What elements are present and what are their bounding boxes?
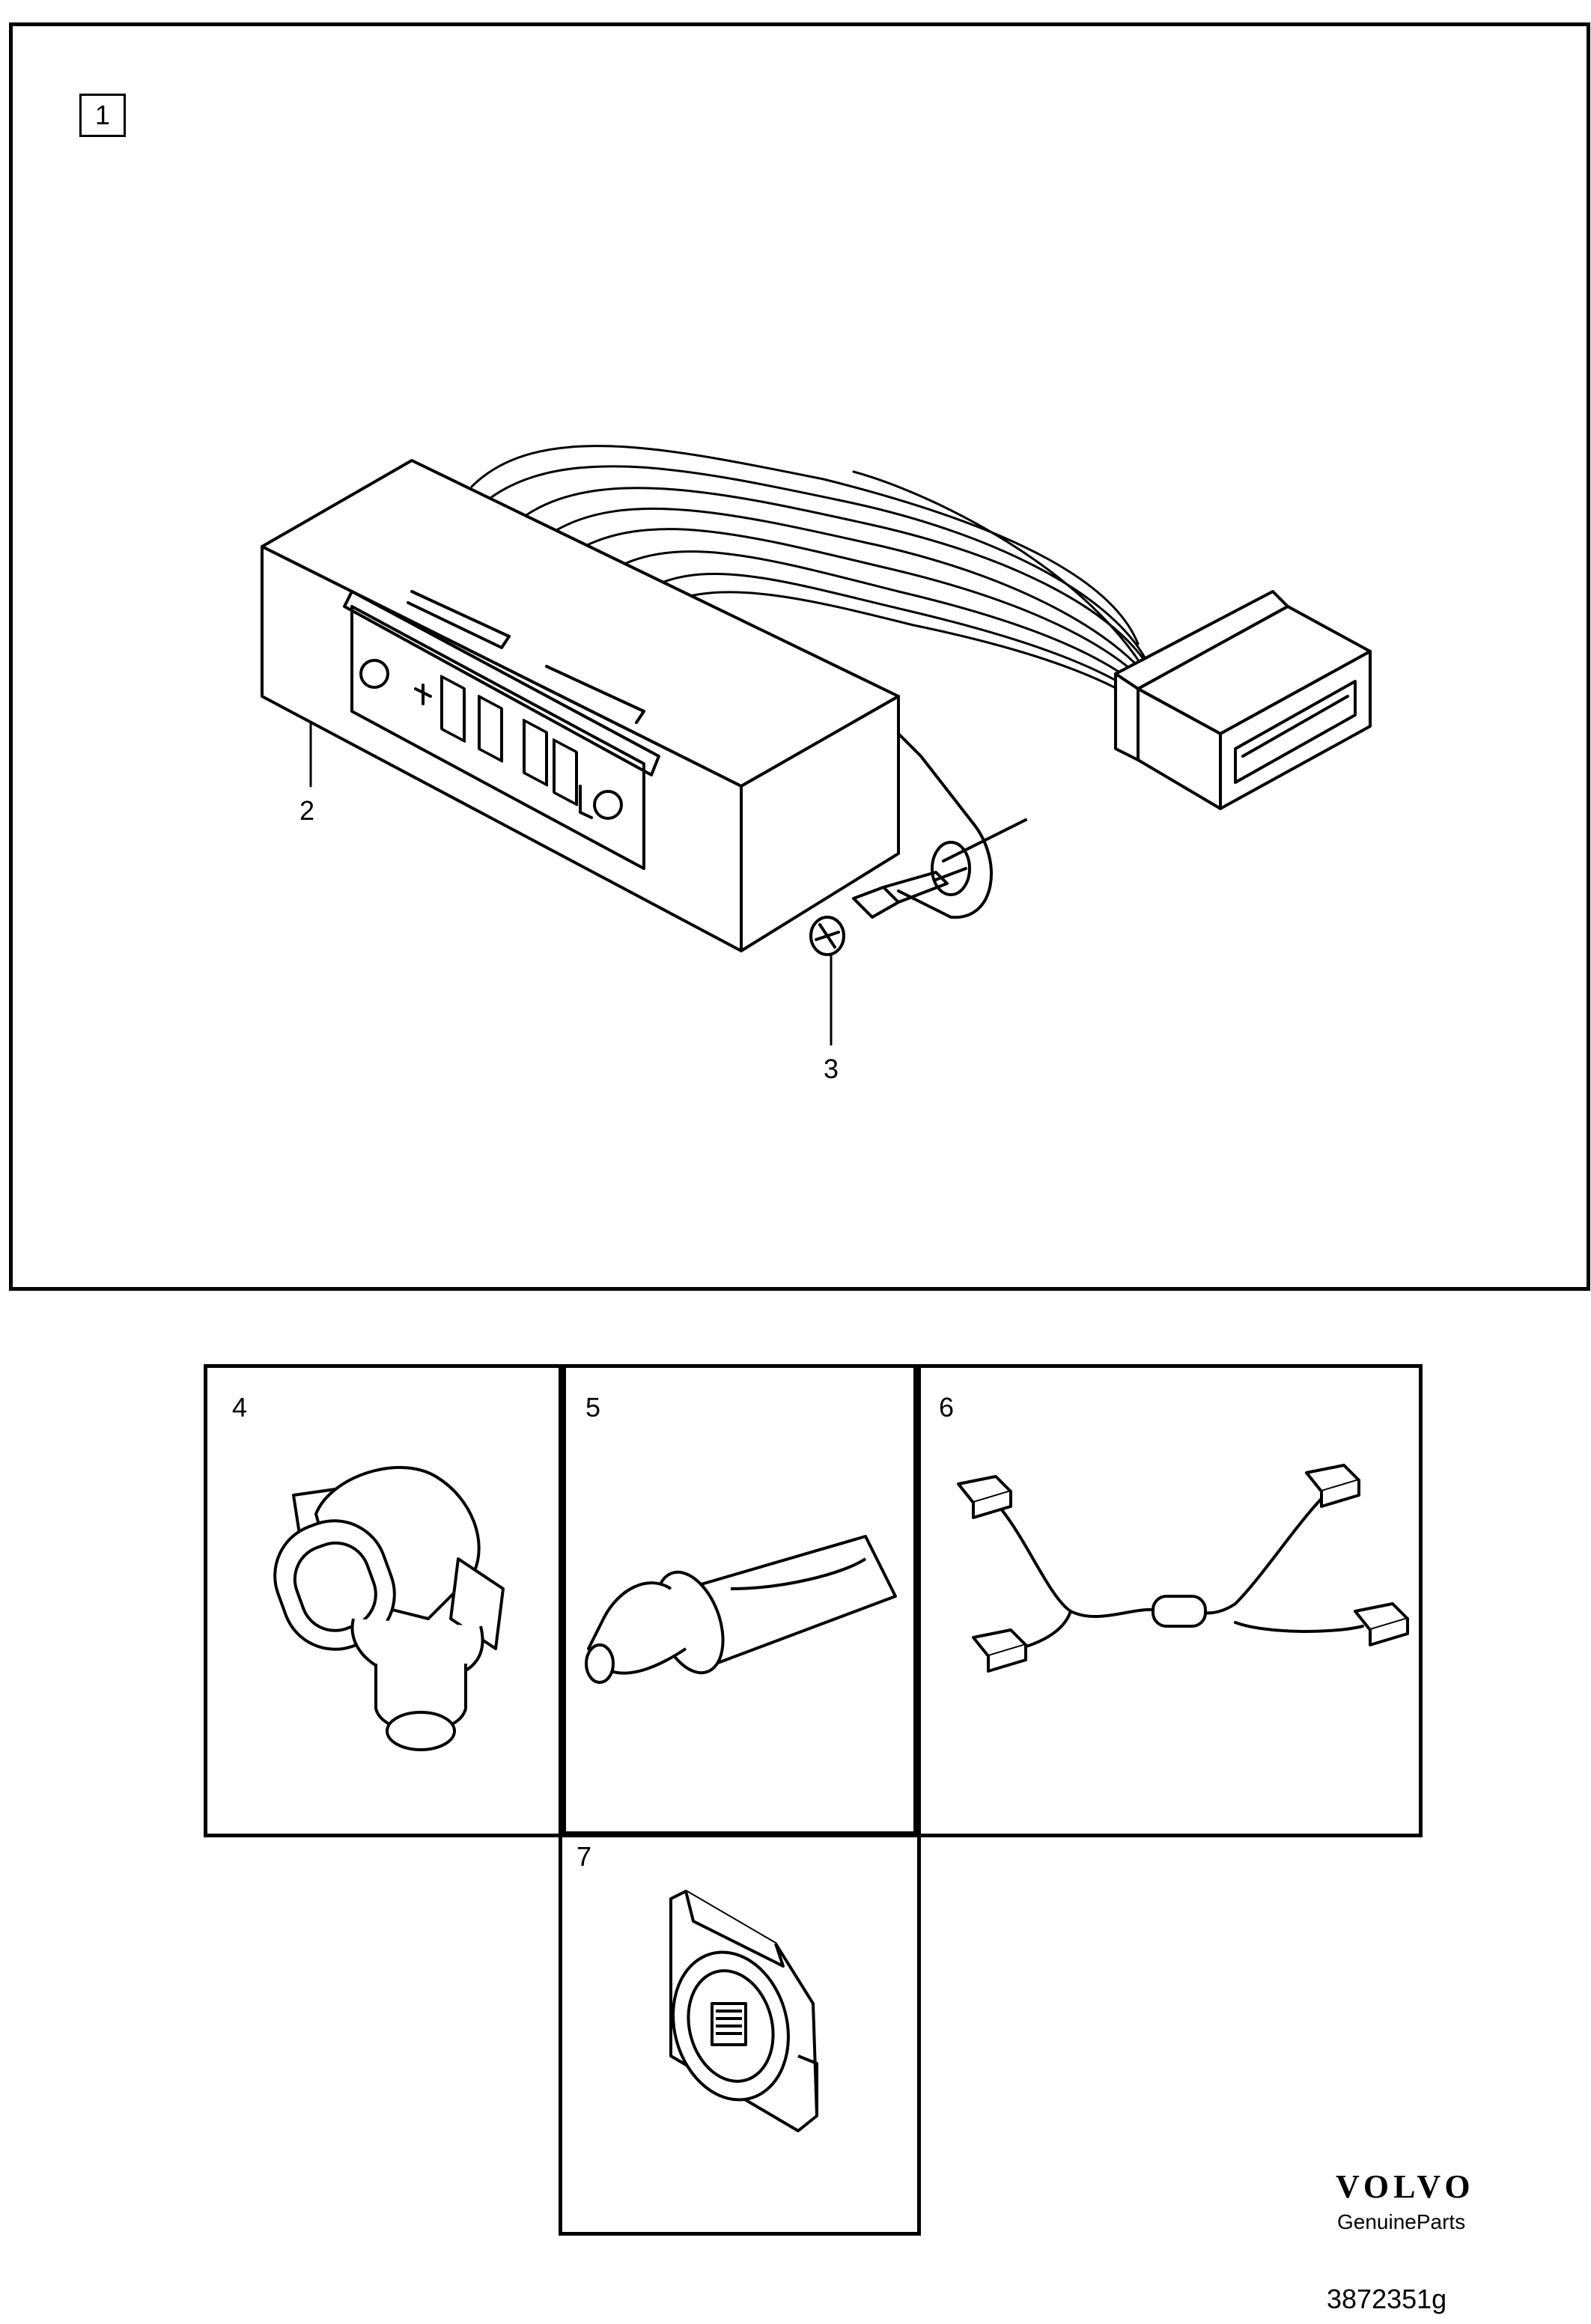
panel-6-label: 6 (939, 1392, 955, 1423)
panel-7-frame (559, 1831, 921, 2236)
panel-4-label: 4 (232, 1392, 248, 1423)
panel-6-frame (913, 1364, 1423, 1837)
reference-code: 3872351g (1327, 2284, 1447, 2314)
harness-connector (1114, 590, 1372, 810)
panel-5-frame (559, 1364, 921, 1837)
y-cable-illustration (957, 1464, 1409, 1673)
main-diagram-frame (9, 22, 1590, 1291)
brand-subtitle: GenuineParts (1337, 2210, 1466, 2233)
display-unit-illustration (261, 445, 1372, 1046)
sealant-tube-illustration (585, 1535, 897, 1684)
group-label: 1 (79, 94, 126, 137)
display-housing (261, 459, 1027, 952)
wire-bundle (470, 445, 1173, 728)
sensor-illustration (669, 1890, 818, 2132)
callout-label-screw: 3 (824, 1053, 839, 1084)
callout-label-display-unit: 2 (299, 795, 315, 826)
brand-logo: VOLVO (1336, 2168, 1475, 2205)
connector-illustration (273, 1466, 505, 1751)
panel-7-label: 7 (577, 1841, 592, 1872)
panel-5-label: 5 (585, 1392, 601, 1423)
screw-part (809, 867, 967, 956)
panel-4-frame (204, 1364, 566, 1837)
